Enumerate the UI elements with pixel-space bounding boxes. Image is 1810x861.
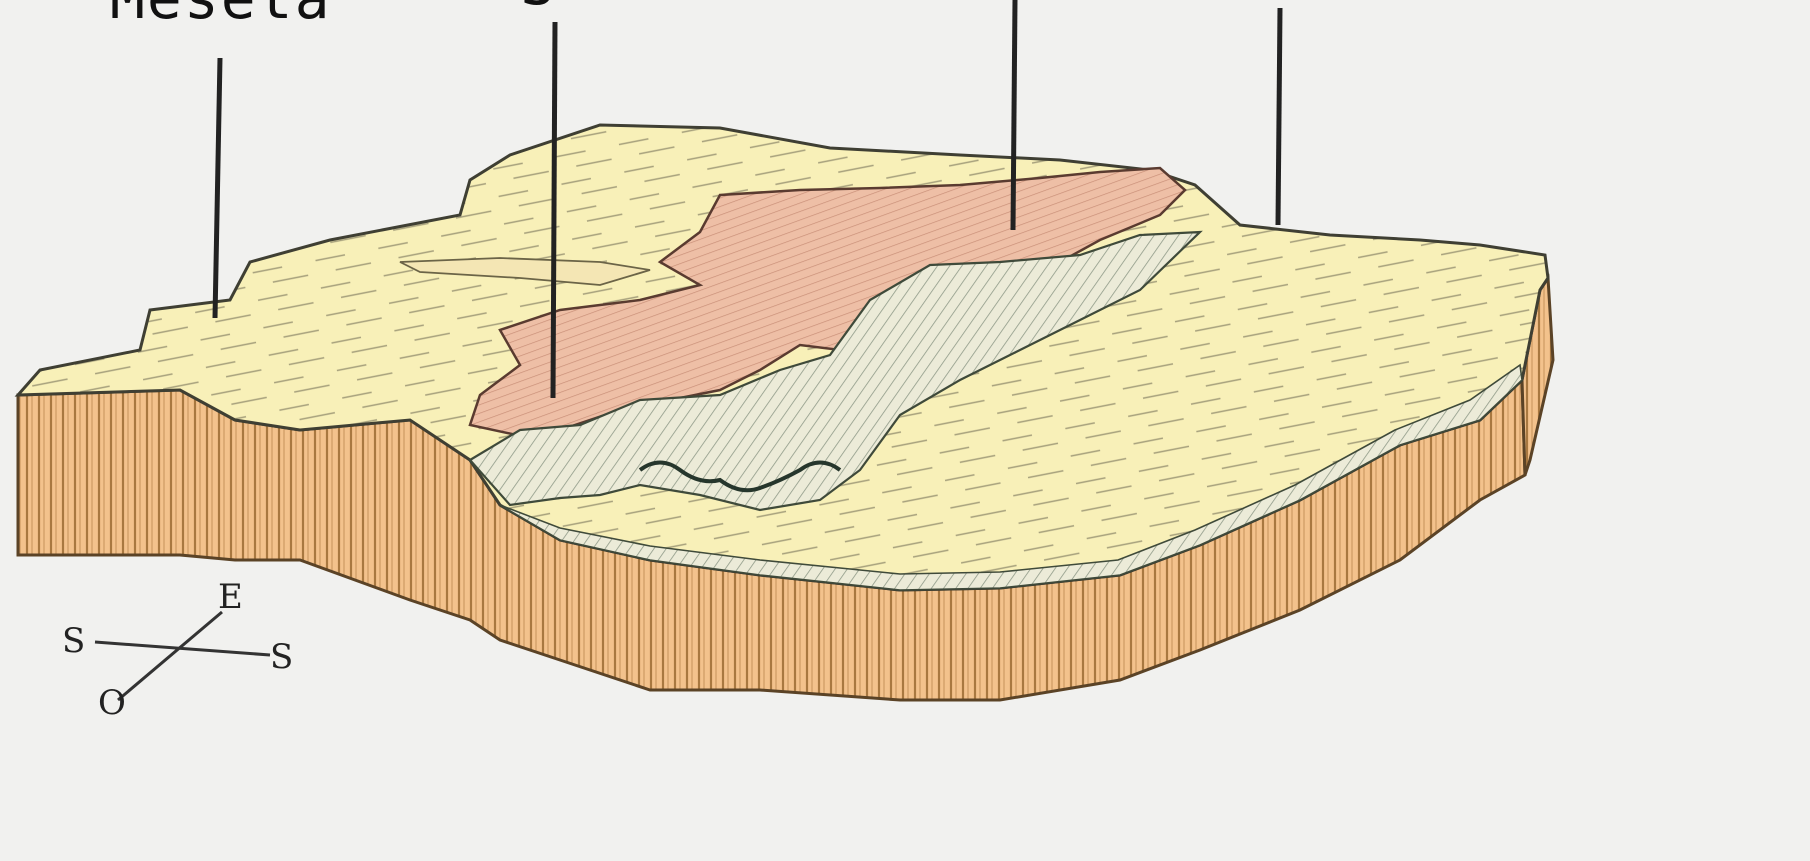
label-second: S xyxy=(520,0,557,18)
leader-line-4 xyxy=(1278,8,1280,225)
leader-line-3 xyxy=(1013,0,1015,230)
compass-rose: E S S O xyxy=(62,577,293,723)
leader-line-meseta xyxy=(215,58,220,318)
leader-line-2 xyxy=(553,22,555,398)
label-meseta: Meseta xyxy=(110,0,332,32)
compass-north: E xyxy=(218,577,243,617)
compass-south: O xyxy=(98,683,126,723)
compass-west: S xyxy=(62,621,85,661)
compass-east: S xyxy=(270,637,293,677)
